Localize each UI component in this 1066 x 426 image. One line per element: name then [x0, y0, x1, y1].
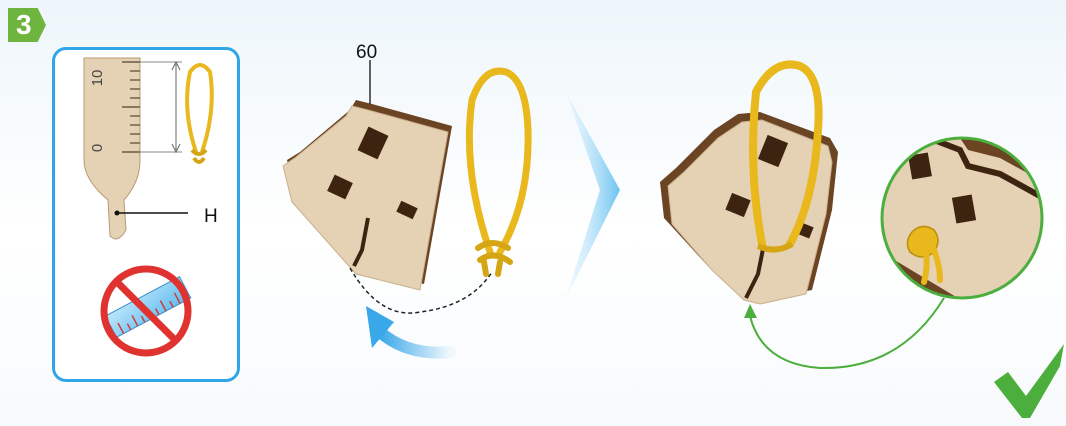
cord-loop [469, 71, 528, 274]
hole-marker-label: H [204, 206, 218, 228]
measure-tool-icon: 10 0 [84, 58, 212, 239]
arrow-right-icon [566, 92, 620, 298]
wood-part-60 [283, 60, 452, 290]
checkmark-icon [994, 344, 1064, 418]
zoom-circle-icon [870, 130, 1060, 310]
assembled-part [660, 64, 838, 304]
part-number-label: 60 [356, 42, 377, 64]
no-ruler-icon [104, 269, 191, 353]
curved-arrow-icon [366, 306, 450, 353]
green-connector-arrow [744, 298, 944, 368]
tick-label-10: 10 [89, 70, 106, 87]
tick-label-0: 0 [89, 144, 106, 152]
